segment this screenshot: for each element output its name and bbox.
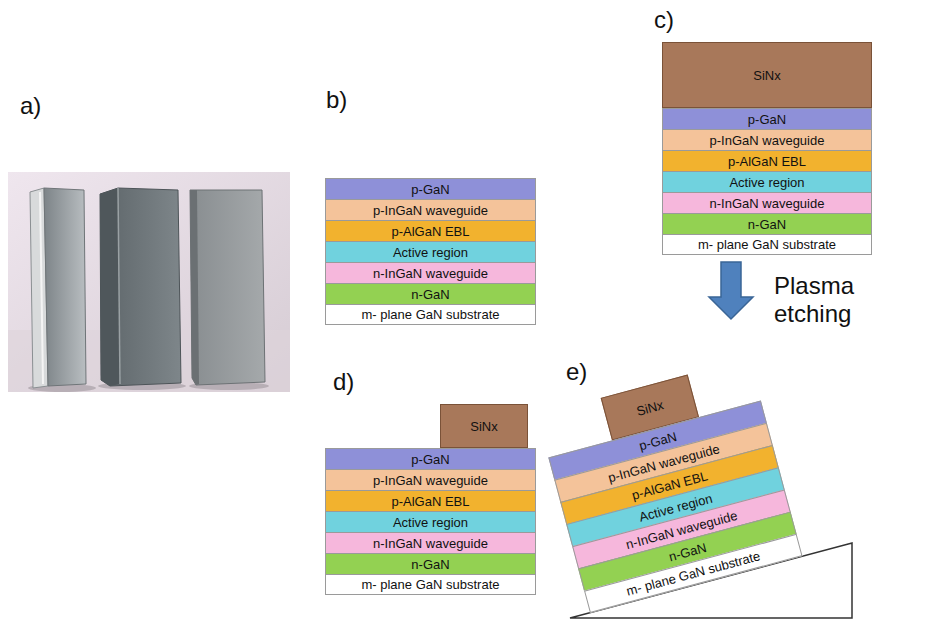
layer-label: p-InGaN waveguide [710, 134, 825, 147]
layer-label: SiNx [470, 420, 497, 433]
panel-label: c) [654, 6, 694, 34]
layer-box: p-AlGaN EBL [662, 150, 872, 172]
layer-label: p-AlGaN EBL [391, 225, 469, 238]
layer-label: p-GaN [748, 113, 786, 126]
layer-box: m- plane GaN substrate [325, 304, 536, 325]
layer-box: m- plane GaN substrate [662, 234, 872, 255]
layer-box: n-GaN [325, 553, 536, 575]
layer-label: n-InGaN waveguide [710, 197, 825, 210]
layer-label: p-InGaN waveguide [373, 204, 488, 217]
sample-photo [8, 172, 290, 392]
panel-label: d) [333, 368, 373, 396]
layer-label: Active region [729, 176, 804, 189]
layer-label: m- plane GaN substrate [361, 308, 499, 321]
layer-box: p-InGaN waveguide [325, 469, 536, 491]
layer-box: SiNx [662, 42, 872, 108]
layer-box: SiNx [440, 404, 528, 448]
layer-box: n-InGaN waveguide [325, 532, 536, 554]
layer-label: n-GaN [411, 288, 449, 301]
layer-label: Active region [393, 516, 468, 529]
layer-box: n-GaN [662, 213, 872, 235]
layer-label: n-InGaN waveguide [373, 267, 488, 280]
layer-label: p-AlGaN EBL [728, 155, 806, 168]
layer-box: Active region [662, 171, 872, 193]
layer-label: p-InGaN waveguide [373, 474, 488, 487]
layer-box: Active region [325, 241, 536, 263]
layer-box: p-GaN [325, 178, 536, 200]
layer-box: p-InGaN waveguide [662, 129, 872, 151]
layer-label: n-GaN [748, 218, 786, 231]
layer-box: p-AlGaN EBL [325, 220, 536, 242]
layer-box: p-GaN [662, 108, 872, 130]
layer-label: p-AlGaN EBL [391, 495, 469, 508]
layer-label: m- plane GaN substrate [361, 578, 499, 591]
panel-label: e) [566, 358, 606, 386]
layer-box: m- plane GaN substrate [325, 574, 536, 595]
layer-label: SiNx [635, 398, 665, 418]
layer-box: p-GaN [325, 448, 536, 470]
layer-label: p-GaN [411, 453, 449, 466]
process-arrow [709, 262, 753, 319]
panel-label: b) [326, 86, 366, 114]
layer-box: n-GaN [325, 283, 536, 305]
layer-label: p-GaN [411, 183, 449, 196]
layer-box: Active region [325, 511, 536, 533]
layer-label: m- plane GaN substrate [698, 238, 836, 251]
process-label: Plasma etching [774, 272, 884, 327]
layer-box: n-InGaN waveguide [662, 192, 872, 214]
panel-label: a) [20, 92, 60, 120]
layer-label: n-InGaN waveguide [373, 537, 488, 550]
layer-label: SiNx [753, 69, 780, 82]
layer-box: p-AlGaN EBL [325, 490, 536, 512]
layer-label: Active region [393, 246, 468, 259]
layer-box: n-InGaN waveguide [325, 262, 536, 284]
layer-box: p-InGaN waveguide [325, 199, 536, 221]
layer-label: n-GaN [411, 558, 449, 571]
